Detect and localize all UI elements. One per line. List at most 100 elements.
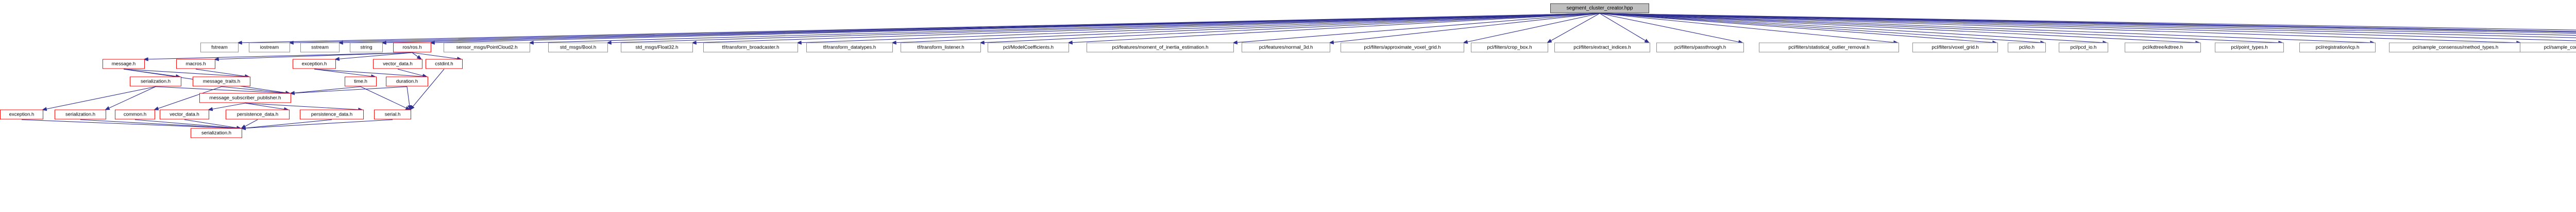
graph-edge bbox=[1599, 13, 2576, 41]
graph-edge bbox=[1599, 13, 2108, 45]
graph-node[interactable]: fstream bbox=[200, 42, 239, 53]
graph-node[interactable]: pcl/point_types.h bbox=[2215, 42, 2284, 53]
graph-node[interactable]: std_msgs/Float32.h bbox=[621, 42, 693, 53]
graph-edge bbox=[891, 13, 1600, 45]
graph-edge bbox=[245, 103, 364, 112]
graph-edge bbox=[245, 103, 290, 111]
graph-node[interactable]: pcl/features/moment_of_inertia_estimatio… bbox=[1087, 42, 1234, 53]
graph-edge bbox=[528, 13, 1600, 45]
graph-edge bbox=[195, 69, 250, 78]
graph-edge bbox=[412, 52, 422, 60]
graph-node[interactable]: common.h bbox=[115, 109, 155, 120]
graph-edge bbox=[184, 119, 242, 130]
graph-edge bbox=[289, 86, 408, 95]
graph-node[interactable]: pcl/pcd_io.h bbox=[2059, 42, 2108, 53]
graph-node[interactable]: sensor_msgs/PointCloud2.h bbox=[444, 42, 530, 53]
graph-edge bbox=[289, 86, 361, 95]
graph-node[interactable]: persistence_data.h bbox=[226, 109, 290, 120]
graph-edge bbox=[1599, 13, 2522, 45]
graph-node[interactable]: macros.h bbox=[176, 59, 215, 69]
graph-node[interactable]: tf/transform_datatypes.h bbox=[806, 42, 893, 53]
graph-node[interactable]: string bbox=[350, 42, 383, 53]
graph-edge bbox=[314, 69, 377, 78]
graph-node[interactable]: exception.h bbox=[0, 109, 43, 120]
graph-node[interactable]: std_msgs/Bool.h bbox=[548, 42, 608, 53]
graph-edge bbox=[153, 86, 222, 110]
graph-edge bbox=[410, 69, 445, 110]
graph-edge bbox=[606, 13, 1600, 45]
graph-edge bbox=[1599, 13, 1650, 43]
graph-node[interactable]: pcl/filters/statistical_outlier_removal.… bbox=[1759, 42, 1899, 53]
graph-edge bbox=[1599, 13, 2376, 45]
graph-edge bbox=[1599, 13, 1998, 45]
graph-node[interactable]: message.h bbox=[103, 59, 145, 69]
graph-edge bbox=[213, 52, 413, 61]
graph-node[interactable]: pcl/kdtree/kdtree.h bbox=[2125, 42, 2201, 53]
graph-edge bbox=[240, 119, 332, 130]
graph-node[interactable]: serialization.h bbox=[130, 76, 181, 87]
graph-node[interactable]: pcl/ModelCoefficients.h bbox=[988, 42, 1069, 53]
graph-node[interactable]: vector_data.h bbox=[373, 59, 422, 69]
graph-node[interactable]: pcl/features/normal_3d.h bbox=[1242, 42, 1330, 53]
graph-node[interactable]: serial.h bbox=[374, 109, 411, 120]
graph-edge bbox=[1328, 13, 1600, 44]
graph-edge bbox=[314, 69, 428, 79]
graph-node[interactable]: iostream bbox=[249, 42, 290, 53]
graph-edge bbox=[41, 86, 156, 111]
graph-edge bbox=[406, 86, 412, 111]
graph-node[interactable]: message_subscriber_publisher.h bbox=[199, 93, 291, 103]
graph-node[interactable]: pcl/filters/approximate_voxel_grid.h bbox=[1341, 42, 1464, 53]
graph-edge bbox=[143, 52, 413, 61]
graph-edge bbox=[1599, 13, 2576, 36]
graph-edge bbox=[240, 119, 393, 131]
graph-node[interactable]: duration.h bbox=[386, 76, 428, 87]
graph-edge bbox=[796, 13, 1600, 45]
graph-node[interactable]: pcl/filters/crop_box.h bbox=[1471, 42, 1548, 53]
graph-node-root: segment_cluster_creator.hpp bbox=[1550, 3, 1649, 13]
graph-node[interactable]: serialization.h bbox=[191, 128, 242, 138]
graph-edge bbox=[1547, 13, 1600, 43]
graph-edge bbox=[105, 86, 156, 110]
graph-node[interactable]: tf/transform_listener.h bbox=[901, 42, 981, 53]
graph-edge bbox=[412, 52, 463, 61]
graph-edge bbox=[80, 119, 242, 131]
graph-edge bbox=[134, 119, 242, 131]
graph-node[interactable]: ros/ros.h bbox=[393, 42, 431, 53]
graph-node[interactable]: pcl/registration/icp.h bbox=[2299, 42, 2376, 53]
graph-node[interactable]: exception.h bbox=[293, 59, 336, 69]
graph-edge bbox=[1599, 13, 1744, 44]
graph-edge bbox=[1599, 13, 2576, 30]
graph-node[interactable]: serialization.h bbox=[55, 109, 106, 120]
graph-node[interactable]: message_traits.h bbox=[193, 76, 250, 87]
graph-edge bbox=[123, 69, 250, 79]
graph-node[interactable]: tf/transform_broadcaster.h bbox=[703, 42, 798, 53]
graph-edge bbox=[360, 86, 411, 110]
graph-node[interactable]: pcl/filters/voxel_grid.h bbox=[1912, 42, 1998, 53]
graph-edge bbox=[1232, 13, 1600, 45]
graph-node[interactable]: cstdint.h bbox=[426, 59, 463, 69]
graph-edge bbox=[1599, 13, 2576, 34]
graph-node[interactable]: pcl/filters/extract_indices.h bbox=[1554, 42, 1650, 53]
graph-edge bbox=[1599, 13, 2576, 38]
graph-edge bbox=[1599, 13, 2046, 45]
graph-node[interactable]: persistence_data.h bbox=[300, 109, 364, 120]
graph-edge bbox=[334, 52, 413, 61]
graph-node[interactable]: pcl/sample_consensus/model_types.h bbox=[2520, 42, 2576, 53]
graph-edge bbox=[1599, 13, 2284, 45]
graph-node[interactable]: vector_data.h bbox=[160, 109, 209, 120]
graph-node[interactable]: time.h bbox=[345, 76, 377, 87]
graph-edge bbox=[1599, 13, 2201, 45]
graph-edge bbox=[429, 13, 1600, 45]
graph-edge bbox=[155, 86, 291, 95]
graph-edge bbox=[1599, 13, 1899, 44]
graph-edge bbox=[207, 103, 246, 111]
graph-node[interactable]: pcl/io.h bbox=[2008, 42, 2046, 53]
graph-edge bbox=[21, 119, 242, 131]
graph-edge bbox=[1599, 13, 2576, 32]
graph-node[interactable]: sstream bbox=[300, 42, 340, 53]
graph-node[interactable]: pcl/filters/passthrough.h bbox=[1656, 42, 1744, 53]
graph-edge bbox=[1462, 13, 1600, 44]
graph-node[interactable]: pcl/sample_consensus/method_types.h bbox=[2389, 42, 2522, 53]
